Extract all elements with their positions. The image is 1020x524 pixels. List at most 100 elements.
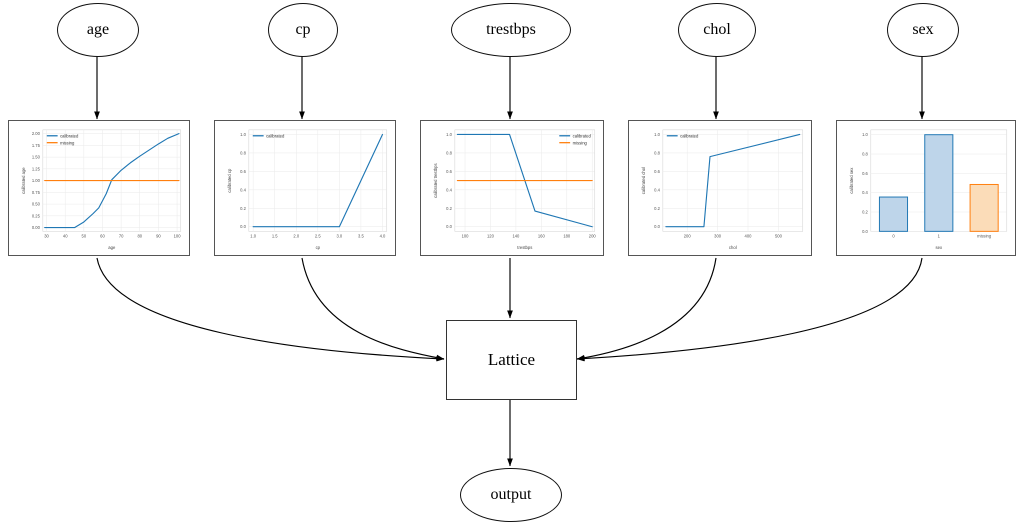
y-tick-label: 0.25 xyxy=(32,213,41,218)
x-tick-label: 100 xyxy=(174,233,182,238)
plot-panel-sex: 0.0 0.2 0.4 0.6 0.8 1.0 0 1 missing sex calibrated… xyxy=(836,120,1016,256)
y-tick-label: 0.0 xyxy=(446,224,452,229)
y-tick-label: 0.8 xyxy=(654,150,660,155)
x-tick-label: 80 xyxy=(137,233,142,238)
x-tick-label: 160 xyxy=(538,233,546,238)
x-tick-label: 30 xyxy=(44,233,49,238)
input-node-age[interactable]: age xyxy=(57,3,139,57)
x-tick-label: 70 xyxy=(119,233,124,238)
x-tick-label: 3.5 xyxy=(358,233,364,238)
y-tick-label: 0.75 xyxy=(32,190,41,195)
y-tick-label: 0.2 xyxy=(446,206,452,211)
y-tick-label: 1.0 xyxy=(654,132,660,137)
output-node[interactable]: output xyxy=(460,468,562,522)
y-tick-label: 0.0 xyxy=(240,224,246,229)
x-tick-label: 200 xyxy=(684,233,692,238)
y-tick-label: 0.6 xyxy=(654,169,660,174)
y-tick-label: 1.0 xyxy=(862,132,868,137)
bar-missing xyxy=(969,183,999,232)
node-label: sex xyxy=(912,21,934,38)
y-tick-label: 0.4 xyxy=(654,187,660,192)
x-tick-label: 120 xyxy=(487,233,495,238)
node-label: age xyxy=(86,21,110,38)
y-tick-label: 0.6 xyxy=(446,169,452,174)
node-label: output xyxy=(490,486,532,503)
legend-label: calibrated xyxy=(680,133,699,138)
legend-label: missing xyxy=(60,140,75,145)
input-node-chol[interactable]: chol xyxy=(678,3,756,57)
edge-plot-age-to-lattice xyxy=(96,257,445,362)
node-label: cp xyxy=(295,21,311,38)
legend-label: calibrated xyxy=(573,133,592,138)
y-tick-label: 1.50 xyxy=(32,155,41,160)
y-tick-label: 1.0 xyxy=(240,132,246,137)
legend-label: calibrated xyxy=(60,133,79,138)
bar-1 xyxy=(924,134,954,232)
x-tick-label: 40 xyxy=(63,233,68,238)
series-calibrated xyxy=(665,133,801,228)
y-tick-label: 0.2 xyxy=(654,206,660,211)
y-tick-label: 1.25 xyxy=(32,166,41,171)
x-tick-label: 60 xyxy=(100,233,105,238)
y-tick-label: 1.75 xyxy=(32,143,41,148)
input-node-cp[interactable]: cp xyxy=(268,3,338,57)
x-tick-label: 300 xyxy=(714,233,722,238)
y-tick-label: 0.0 xyxy=(862,229,868,234)
plot-area xyxy=(662,129,804,232)
x-axis-label: age xyxy=(108,245,116,250)
x-axis-label: chol xyxy=(729,245,737,250)
y-tick-label: 0.6 xyxy=(862,171,868,176)
y-tick-label: 0.8 xyxy=(446,150,452,155)
input-node-sex[interactable]: sex xyxy=(887,3,959,57)
x-tick-label: 1.0 xyxy=(250,233,256,238)
x-tick-label: 2.5 xyxy=(315,233,321,238)
input-node-trestbps[interactable]: trestbps xyxy=(451,3,571,57)
y-tick-label: 2.00 xyxy=(32,131,41,136)
bar-0 xyxy=(878,196,909,232)
x-tick-label: 3.0 xyxy=(336,233,342,238)
y-tick-label: 0.6 xyxy=(240,169,246,174)
y-tick-label: 0.4 xyxy=(446,187,452,192)
x-tick-label: 180 xyxy=(563,233,571,238)
y-axis-label: calibrated sex xyxy=(849,167,854,194)
y-tick-label: 0.2 xyxy=(862,210,868,215)
node-label: trestbps xyxy=(486,21,536,38)
x-tick-label: 100 xyxy=(462,233,470,238)
x-axis-label: trestbps xyxy=(517,245,532,250)
y-tick-label: 0.8 xyxy=(862,152,868,157)
y-tick-label: 0.4 xyxy=(240,187,246,192)
edge-plot-sex-to-lattice xyxy=(576,257,923,362)
chart-sex: 0.0 0.2 0.4 0.6 0.8 1.0 0 1 missing sex calibrated… xyxy=(849,129,1008,250)
node-label: chol xyxy=(703,21,731,38)
y-axis-label: calibrated chol xyxy=(641,167,646,194)
y-tick-label: 0.4 xyxy=(862,190,868,195)
series-calibrated xyxy=(252,133,384,228)
x-tick-label: 1 xyxy=(938,233,941,238)
y-tick-label: 0.2 xyxy=(240,206,246,211)
x-axis-label: sex xyxy=(936,245,943,250)
y-axis-label: calibrated age xyxy=(21,167,26,194)
y-tick-label: 1.00 xyxy=(32,178,41,183)
x-tick-label: 0 xyxy=(892,233,895,238)
y-axis-label: calibrated cp xyxy=(227,168,232,193)
edge-plot-cp-to-lattice xyxy=(301,257,445,361)
y-tick-label: 0.00 xyxy=(32,225,41,230)
x-tick-label: 4.0 xyxy=(380,233,386,238)
series-calibrated xyxy=(456,133,593,228)
legend-label: calibrated xyxy=(266,133,285,138)
x-tick-label: 50 xyxy=(82,233,87,238)
x-tick-label: 2.0 xyxy=(293,233,299,238)
lattice-node[interactable]: Lattice xyxy=(446,320,577,400)
x-tick-label: 500 xyxy=(775,233,783,238)
y-tick-label: 0.8 xyxy=(240,150,246,155)
y-tick-label: 1.0 xyxy=(446,132,452,137)
x-tick-label: missing xyxy=(977,233,992,238)
